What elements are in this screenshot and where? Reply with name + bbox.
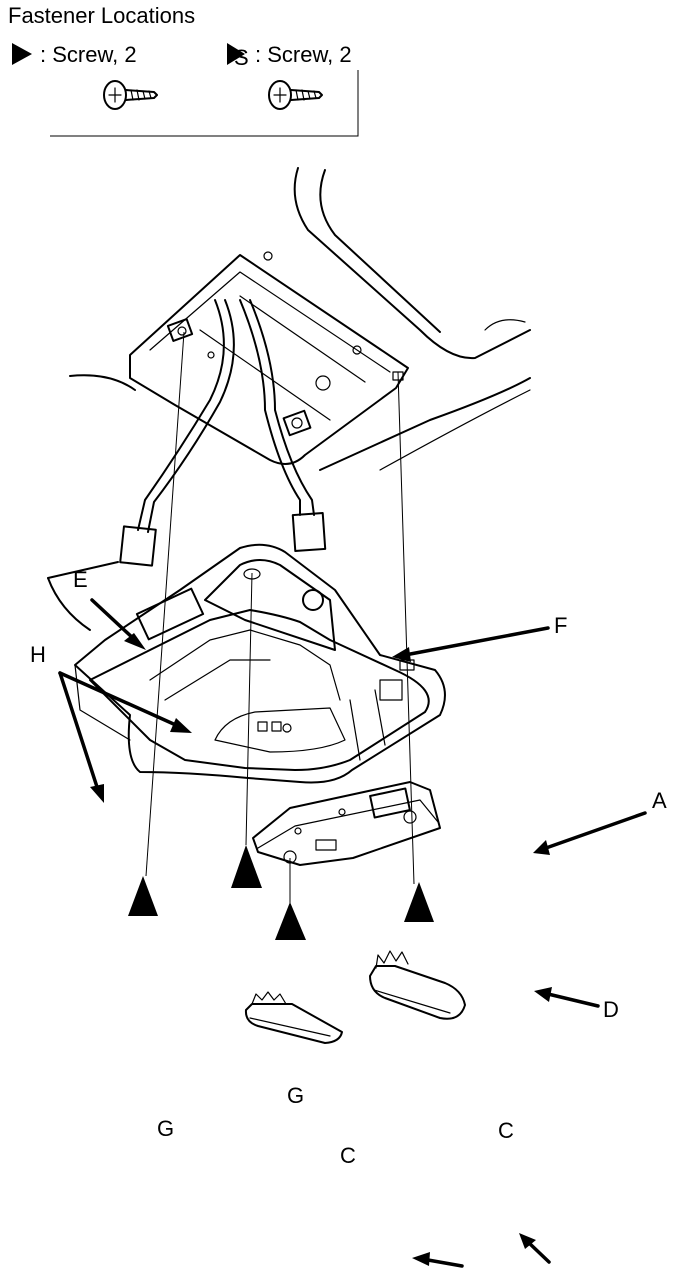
screw-marker-icon xyxy=(231,845,262,888)
screw-marker-icon xyxy=(128,876,158,916)
screw-icon xyxy=(103,80,158,110)
legend-frame xyxy=(50,70,359,137)
screw-marker-icon xyxy=(404,882,434,922)
callout-c: C xyxy=(498,1118,514,1143)
lens-right xyxy=(369,950,466,1020)
fastener-label-2: : Screw, 2 xyxy=(255,42,352,67)
wire-harness xyxy=(119,299,327,567)
leader-arrows xyxy=(58,598,647,1268)
console-housing xyxy=(74,543,446,784)
lens-left xyxy=(244,991,343,1044)
legend-title: Fastener Locations xyxy=(8,3,195,28)
trim-edge xyxy=(47,561,119,579)
alignment-lines xyxy=(145,331,415,906)
fastener-symbol-s: S xyxy=(234,45,249,70)
callout-g: G xyxy=(157,1116,174,1141)
screw-icon xyxy=(268,80,323,110)
callout-labels: A C C D E F G G H xyxy=(30,567,667,1168)
triangle-fastener-icon xyxy=(12,43,32,65)
triangle-s-fastener-icon xyxy=(227,43,245,65)
screw-location-markers xyxy=(128,845,434,940)
trim-edge xyxy=(47,577,91,631)
fastener-legend: Fastener Locations : Screw, 2 S : Screw,… xyxy=(8,3,359,137)
callout-f: F xyxy=(554,613,567,638)
callout-h: H xyxy=(30,642,46,667)
roof-panel xyxy=(69,167,531,471)
callout-e: E xyxy=(73,567,88,592)
callout-d: D xyxy=(603,997,619,1022)
callout-g: G xyxy=(287,1083,304,1108)
screw-marker-icon xyxy=(275,902,306,940)
fastener-label-1: : Screw, 2 xyxy=(40,42,137,67)
callout-c: C xyxy=(340,1143,356,1168)
lamp-unit xyxy=(252,781,441,866)
callout-a: A xyxy=(652,788,667,813)
